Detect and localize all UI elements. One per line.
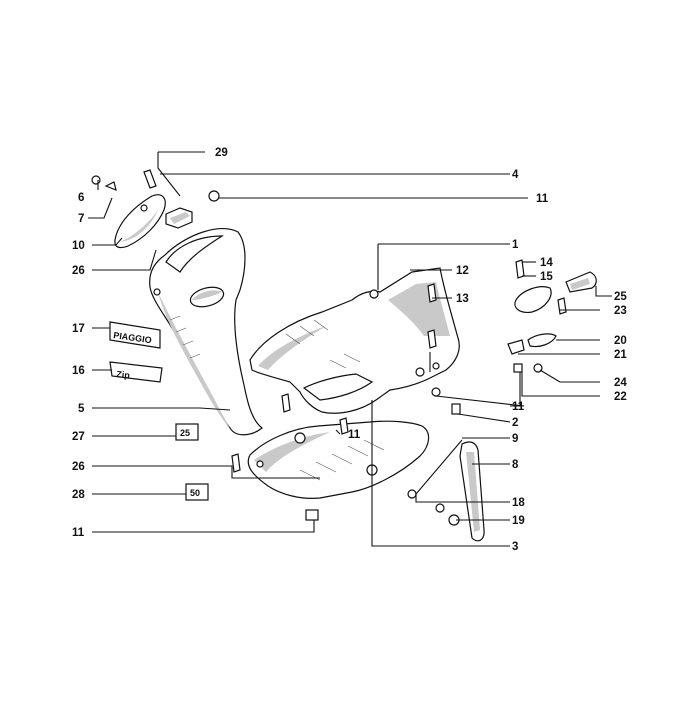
callout-18: 18	[512, 497, 525, 509]
callout-16: 16	[72, 365, 85, 377]
callout-29: 29	[215, 147, 228, 159]
callout-24: 24	[614, 377, 627, 389]
callout-8: 8	[512, 459, 519, 471]
decal-17: PIAGGIO	[109, 321, 161, 349]
leader-lines	[88, 151, 612, 547]
callout-labels: 29 4 11 6 7 10 26 1 12 13 14 15 25 23 20…	[72, 147, 627, 553]
callout-11-b: 11	[512, 401, 525, 413]
plate-28-text: 50	[190, 488, 200, 498]
callout-27: 27	[72, 431, 85, 443]
cover-plate-part	[114, 194, 166, 249]
callout-2: 2	[512, 417, 518, 429]
callout-7: 7	[78, 213, 84, 225]
callout-23: 23	[614, 305, 627, 317]
plate-27: 25	[175, 423, 199, 441]
floor-panel-part	[247, 420, 430, 499]
plate-28: 50	[185, 483, 209, 501]
decal-16-text: Zip	[116, 369, 131, 380]
callout-12: 12	[456, 265, 469, 277]
callout-25: 25	[614, 291, 627, 303]
callout-26-b: 26	[72, 461, 85, 473]
hardware	[91, 169, 567, 526]
callout-11-c: 11	[348, 429, 361, 441]
callout-28: 28	[72, 489, 85, 501]
callout-11-d: 11	[72, 527, 85, 539]
callout-26-a: 26	[72, 265, 85, 277]
plate-27-text: 25	[180, 428, 190, 438]
callout-9: 9	[512, 433, 518, 445]
callout-15: 15	[540, 271, 553, 283]
callout-19: 19	[512, 515, 525, 527]
callout-3: 3	[512, 541, 518, 553]
callout-11-a: 11	[536, 193, 549, 205]
side-rail-part	[459, 441, 485, 542]
decal-16: Zip	[109, 361, 163, 383]
callout-5: 5	[78, 403, 85, 415]
frame-part	[249, 267, 460, 414]
callout-21: 21	[614, 349, 627, 361]
bracket-part	[165, 207, 193, 229]
callout-6: 6	[78, 192, 84, 204]
callout-17: 17	[72, 323, 85, 335]
callout-13: 13	[456, 293, 469, 305]
callout-10: 10	[72, 240, 85, 252]
clip-parts	[507, 271, 597, 373]
callout-14: 14	[540, 257, 553, 269]
callout-20: 20	[614, 335, 627, 347]
callout-4: 4	[512, 169, 519, 181]
callout-1: 1	[512, 239, 519, 251]
callout-22: 22	[614, 391, 627, 403]
legshield-part	[149, 228, 263, 436]
